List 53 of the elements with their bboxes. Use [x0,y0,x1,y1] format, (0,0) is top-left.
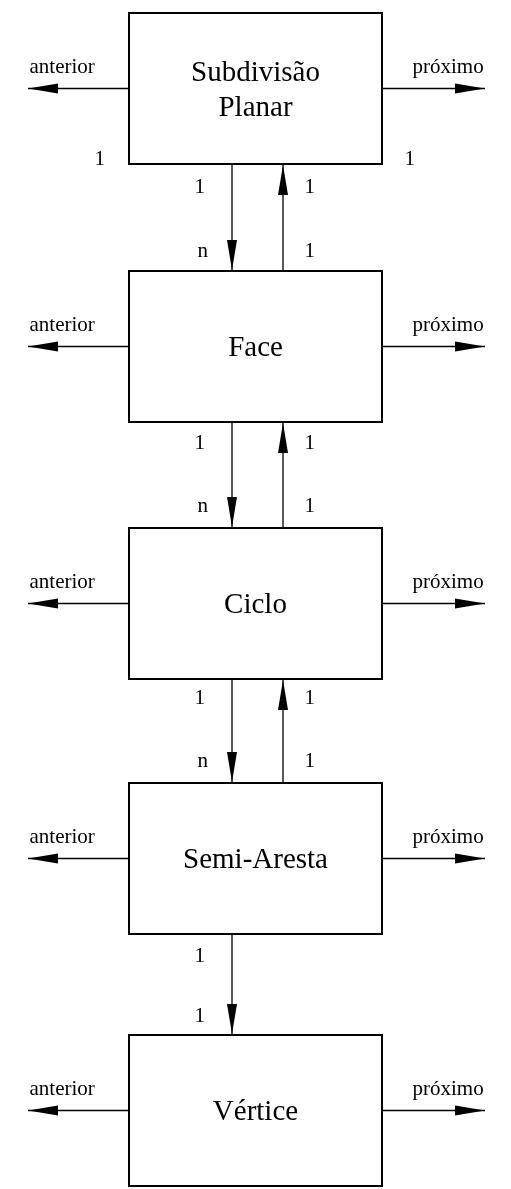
arrow [27,341,129,352]
arrow [27,83,129,94]
multiplicity-label: 1 [194,431,205,453]
arrow [382,83,486,94]
arrow [278,679,288,783]
arrow [27,1105,129,1116]
edge-label: próximo [412,56,484,77]
multiplicity-label: 1 [194,944,205,966]
multiplicity-label: 1 [304,749,315,771]
edge-label: próximo [412,314,484,335]
entity-box [128,270,383,423]
arrow [227,934,237,1035]
multiplicity-label: 1 [304,494,315,516]
entity-name: Subdivisão Planar [190,53,321,124]
multiplicity-label: n [197,749,208,771]
entity-box [128,12,383,165]
entity-name: Face [227,329,284,364]
arrow [27,853,129,864]
multiplicity-label: 1 [304,431,315,453]
arrow [227,164,237,271]
edge-label: anterior [29,314,95,335]
entity-box [128,782,383,935]
edge-label: próximo [412,1078,484,1099]
edge-label: anterior [29,56,95,77]
multiplicity-label: 1 [194,175,205,197]
arrow [278,164,288,271]
multiplicity-label: 1 [94,147,105,169]
arrow [382,853,486,864]
edge-label: anterior [29,571,95,592]
multiplicity-label: 1 [194,686,205,708]
edge-label: anterior [29,1078,95,1099]
arrow [278,422,288,528]
arrow [382,598,486,609]
entity-name: Ciclo [223,586,288,621]
entity-name: Semi-Aresta [182,841,329,876]
entity-box [128,527,383,680]
multiplicity-label: 1 [194,1004,205,1026]
multiplicity-label: 1 [304,239,315,261]
arrow [382,341,486,352]
multiplicity-label: n [197,239,208,261]
arrow [382,1105,486,1116]
edge-label: próximo [412,826,484,847]
entity-name: Vértice [211,1093,300,1128]
multiplicity-label: 1 [304,686,315,708]
arrow [227,679,237,783]
multiplicity-label: 1 [304,175,315,197]
entity-box [128,1034,383,1187]
edge-label: anterior [29,826,95,847]
multiplicity-label: n [197,494,208,516]
edge-label: próximo [412,571,484,592]
arrow [27,598,129,609]
multiplicity-label: 1 [404,147,415,169]
arrow [227,422,237,528]
